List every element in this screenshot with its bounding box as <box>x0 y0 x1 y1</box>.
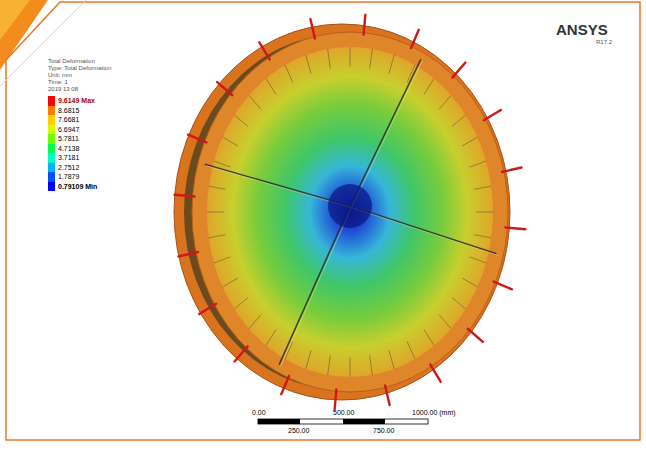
legend-value: 5.7811 <box>58 135 79 143</box>
legend-value: 7.6681 <box>58 116 79 124</box>
legend-value: 8.6815 <box>58 107 79 115</box>
stiffener-ribs <box>205 47 498 377</box>
legend-value: 3.7181 <box>58 154 79 162</box>
legend-value: 1.7879 <box>58 173 79 181</box>
result-type: Type: Total Deformation <box>48 65 111 72</box>
slide-frame <box>6 2 640 440</box>
legend-value: 6.6947 <box>58 126 79 134</box>
software-version: R17.2 <box>596 39 612 46</box>
scale-value: 0.00 <box>252 409 266 417</box>
anchor-pins <box>175 15 526 409</box>
legend-swatch <box>48 163 55 173</box>
legend-swatch <box>48 172 55 182</box>
disk-centre <box>328 184 372 228</box>
disk-rim-front <box>192 32 508 392</box>
scale-value: 1000.00 (mm) <box>412 409 456 417</box>
software-logo: ANSYS <box>556 22 608 39</box>
legend-swatch <box>48 134 55 144</box>
legend-swatch <box>48 96 55 106</box>
result-date: 2019 13:08 <box>48 86 78 93</box>
legend-value: 9.6149 Max <box>58 97 95 105</box>
disk-face <box>207 47 493 377</box>
legend-swatch <box>48 182 55 192</box>
legend-swatch <box>48 125 55 135</box>
legend-swatch <box>48 153 55 163</box>
slide-decoration <box>0 0 30 40</box>
legend-value: 4.7138 <box>58 145 79 153</box>
scale-value: 500.00 <box>333 409 354 417</box>
scale-value: 750.00 <box>373 427 394 435</box>
scale-value: 250.00 <box>288 427 309 435</box>
disk-rim-back <box>174 24 510 400</box>
legend-swatch <box>48 115 55 125</box>
slide-decoration <box>0 0 86 86</box>
result-name: Total Deformation <box>48 58 95 65</box>
legend-swatch <box>48 106 55 116</box>
scale-bar <box>258 419 428 424</box>
legend-value: 2.7512 <box>58 164 79 172</box>
legend-swatch <box>48 144 55 154</box>
result-unit: Unit: mm <box>48 72 72 79</box>
result-time: Time: 1 <box>48 79 68 86</box>
legend-value: 0.79109 Min <box>58 183 97 191</box>
